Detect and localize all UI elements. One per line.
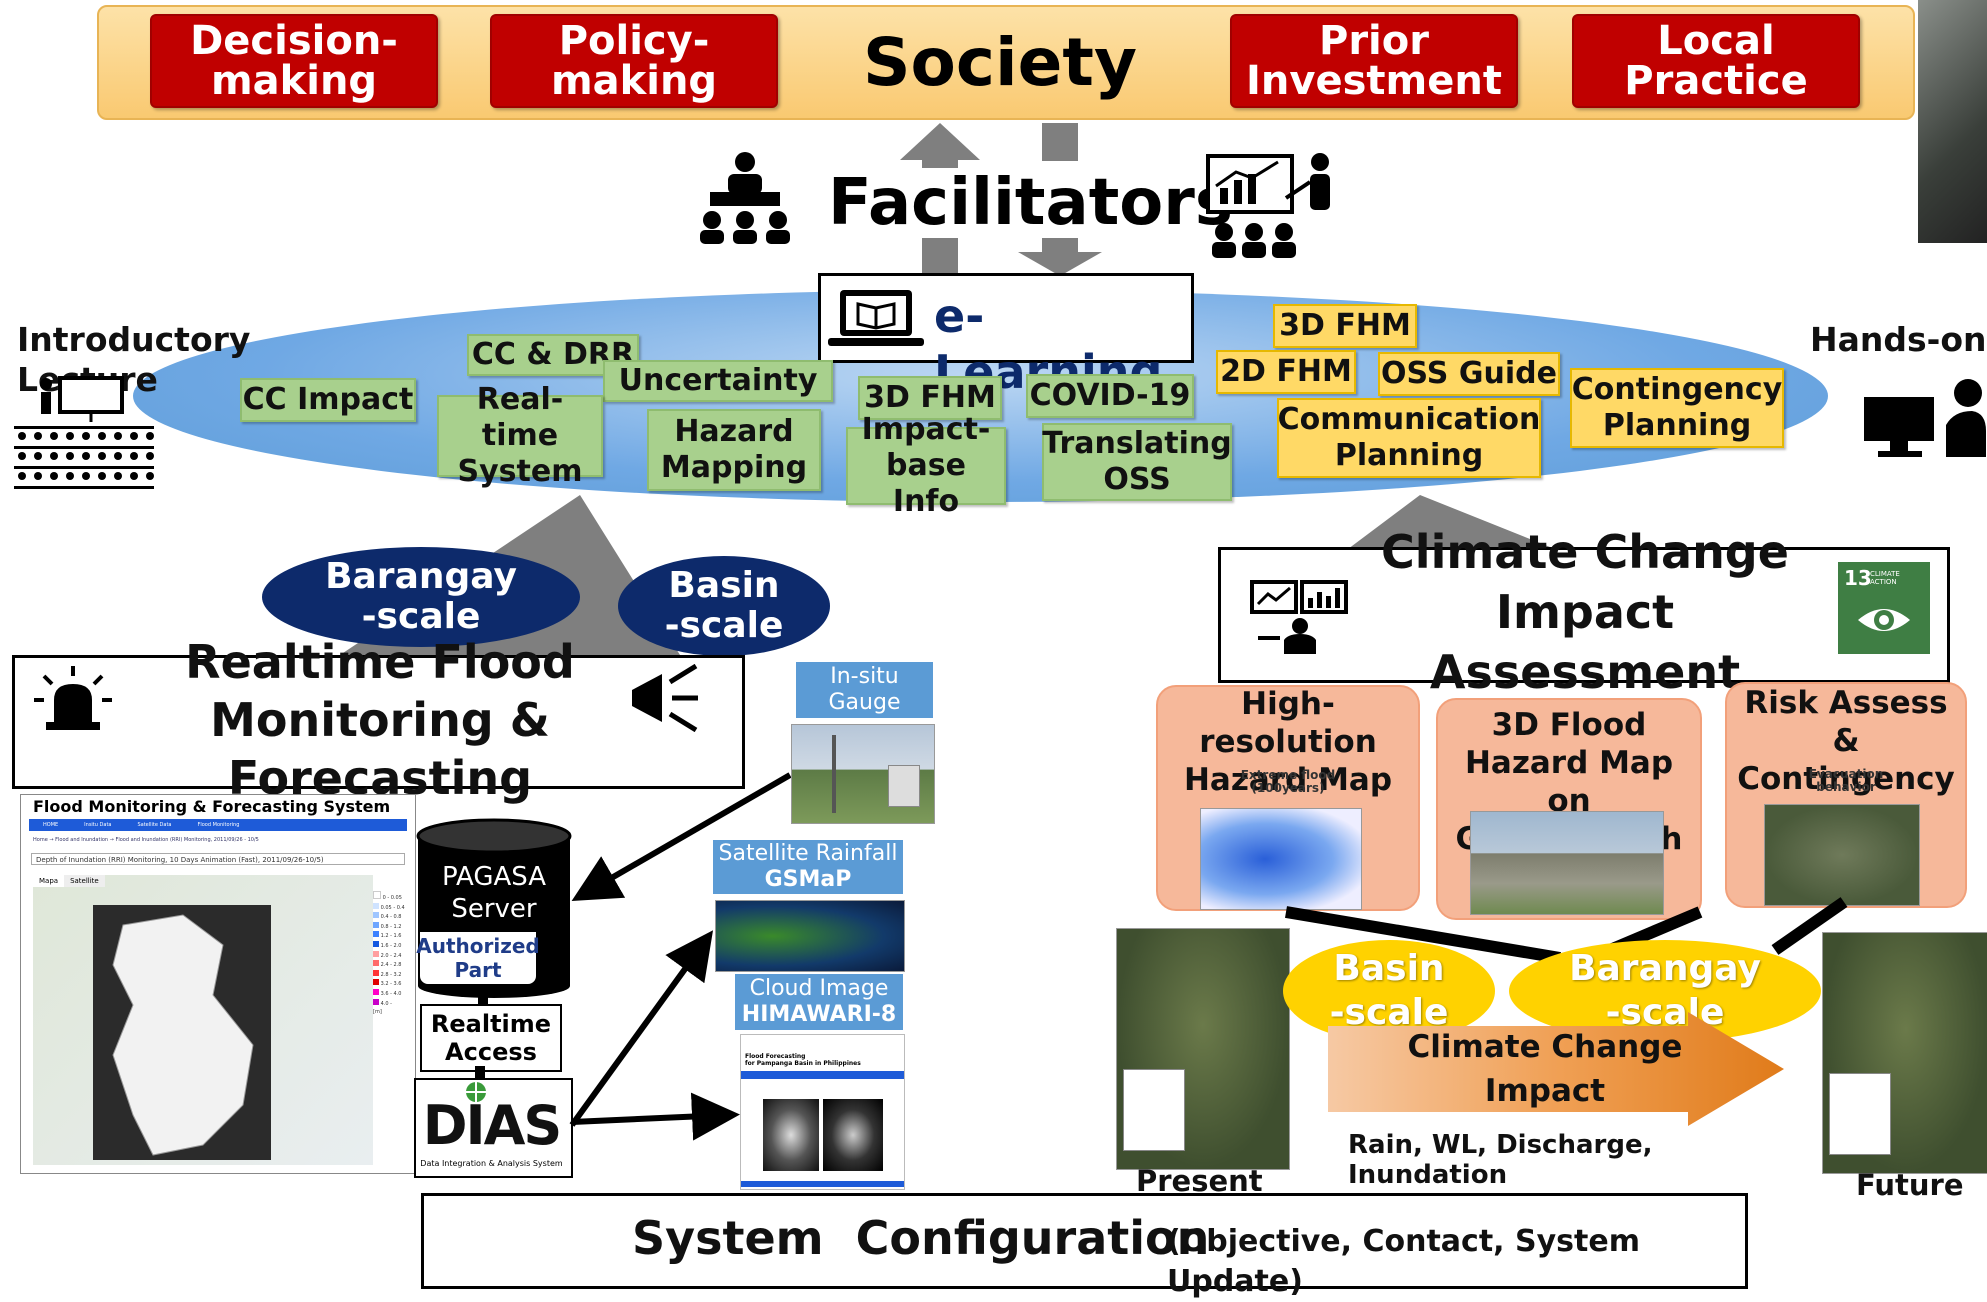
prior-investment-box: Prior Investment <box>1230 14 1518 108</box>
nav-insitu[interactable]: Insitu Data <box>84 822 112 828</box>
analyst-screen-icon <box>1250 580 1348 654</box>
cloud-line2: HIMAWARI-8 <box>741 1002 897 1027</box>
insitu-gauge-photo <box>791 724 935 824</box>
decision-making-box: Decision- making <box>150 14 438 108</box>
up-arrow-access <box>470 984 496 1008</box>
hands-on-computer-icon <box>1864 379 1986 457</box>
cloud-image-label: Cloud Image HIMAWARI-8 <box>735 974 903 1030</box>
card1-title: High-resolution Hazard Map <box>1183 686 1393 798</box>
basin-scale-left: Basin -scale <box>618 556 830 656</box>
satellite-line2: GSMaP <box>764 867 852 892</box>
speaker-video-thumbnail <box>1918 0 1987 243</box>
variables-text: Rain, WL, Discharge, Inundation <box>1348 1130 1653 1190</box>
tag-hazard-mapping: Hazard Mapping <box>647 409 821 491</box>
tag-communication-planning: Communication Planning <box>1277 398 1541 478</box>
card3-sub: Evacuation behavior <box>1808 767 1884 794</box>
sdg13-text: CLIMATE ACTION <box>1870 570 1900 586</box>
dias-subtitle: Data Integration & Analysis System <box>420 1158 563 1168</box>
flood-legend: 0 - 0.05 0.05 - 0.4 0.4 - 0.8 0.8 - 1.2 … <box>373 891 413 1017</box>
society-title: Society <box>863 23 1137 101</box>
future-label: Future <box>1856 1168 1964 1202</box>
gsmap-image <box>715 900 905 972</box>
updown-arrows <box>900 123 1102 278</box>
hands-on-label: Hands-on <box>1810 320 1987 359</box>
insitu-gauge-label: In-situ Gauge <box>796 662 933 718</box>
chart-teacher-icon <box>1206 153 1330 258</box>
dias-logo-text: DIAS <box>422 1094 563 1157</box>
flood-system-map[interactable]: Mapa Satellite <box>33 875 373 1165</box>
realtime-flood-box <box>12 655 745 789</box>
presenter-audience-icon <box>700 152 790 244</box>
tag-uncertainty: Uncertainty <box>603 360 833 402</box>
system-configuration-title: System Configuration <box>632 1211 1210 1265</box>
card1-sub: Extreme flood (100years) <box>1240 768 1336 795</box>
tag-oss-guide: OSS Guide <box>1378 352 1560 396</box>
flood-system-screenshot: Flood Monitoring & Forecasting System HO… <box>20 794 416 1174</box>
system-configuration-sub: (Objective, Contact, System Update) <box>1167 1224 1640 1299</box>
flood-system-title: Flood Monitoring & Forecasting System <box>33 797 391 816</box>
present-label: Present <box>1136 1164 1263 1198</box>
basin-scale-right: Basin -scale <box>1283 940 1495 1042</box>
nav-flood-monitoring[interactable]: Flood Monitoring <box>197 822 240 828</box>
laptop-book-icon <box>828 290 924 346</box>
flood-system-header: Depth of Inundation (RRI) Monitoring, 10… <box>31 853 405 865</box>
local-practice-box: Local Practice <box>1572 14 1860 108</box>
climate-change-impact-text: Climate Change Impact <box>1407 1029 1683 1109</box>
tag-impact-base-info: Impact- base Info <box>846 412 1006 519</box>
dias-logo-box <box>414 1078 573 1178</box>
card3-title: Risk Assess & Contingency <box>1737 685 1955 797</box>
tag-cc-impact: CC Impact <box>240 378 416 422</box>
climate-change-impact-arrow <box>1328 1012 1784 1126</box>
dias-leaf-icon <box>466 1082 486 1102</box>
lecture-room-icon <box>14 376 154 489</box>
tag-contingency-planning: Contingency Planning <box>1570 368 1784 448</box>
himawari-page: Flood Forecasting for Pampanga Basin in … <box>740 1034 905 1190</box>
barangay-scale-right: Barangay -scale <box>1509 940 1821 1042</box>
eye-globe-icon <box>1858 609 1910 631</box>
policy-making-box: Policy- making <box>490 14 778 108</box>
sdg13-number: 13 <box>1844 566 1872 590</box>
flood-system-nav: HOME Insitu Data Satellite Data Flood Mo… <box>29 819 407 831</box>
himawari-page-title: Flood Forecasting for Pampanga Basin in … <box>745 1053 861 1067</box>
present-map <box>1116 928 1290 1170</box>
facilitators-title: Facilitators <box>828 166 1233 240</box>
map-tab-satellite[interactable]: Satellite <box>64 875 105 887</box>
tag-3d-fhm-green: 3D FHM <box>858 376 1002 420</box>
google-earth-image <box>1470 811 1664 915</box>
nav-satellite[interactable]: Satellite Data <box>137 822 172 828</box>
satellite-rainfall-label: Satellite Rainfall GSMaP <box>713 840 903 894</box>
tag-translating-oss: Translating OSS <box>1042 423 1232 501</box>
pagasa-server-title: PAGASA Server <box>441 862 547 924</box>
pampanga-basin-shape <box>112 914 254 1156</box>
realtime-access-box: Realtime Access <box>420 1004 562 1072</box>
nav-home[interactable]: HOME <box>43 822 59 828</box>
tag-covid-19: COVID-19 <box>1026 374 1194 418</box>
hazard-map-image <box>1200 808 1362 910</box>
barangay-scale-left: Barangay -scale <box>262 547 580 647</box>
flood-system-breadcrumb: Home → Flood and Inundation → Flood and … <box>33 837 259 843</box>
megaphone-icon <box>632 664 698 732</box>
alarm-siren-icon <box>34 666 112 730</box>
tag-3d-fhm-yellow: 3D FHM <box>1273 304 1417 348</box>
authorized-part: Authorized Part <box>416 930 540 986</box>
future-map <box>1822 932 1987 1174</box>
map-tab-mapa[interactable]: Mapa <box>33 875 65 887</box>
sdg13-badge: 13 CLIMATE ACTION <box>1838 562 1930 654</box>
cloud-line1: Cloud Image <box>749 976 889 1001</box>
tag-2d-fhm: 2D FHM <box>1216 350 1356 394</box>
satellite-line1: Satellite Rainfall <box>718 841 898 866</box>
access-connector <box>475 1066 485 1084</box>
cc-impact-assessment-box <box>1218 547 1950 683</box>
evacuation-map-image <box>1764 804 1920 906</box>
